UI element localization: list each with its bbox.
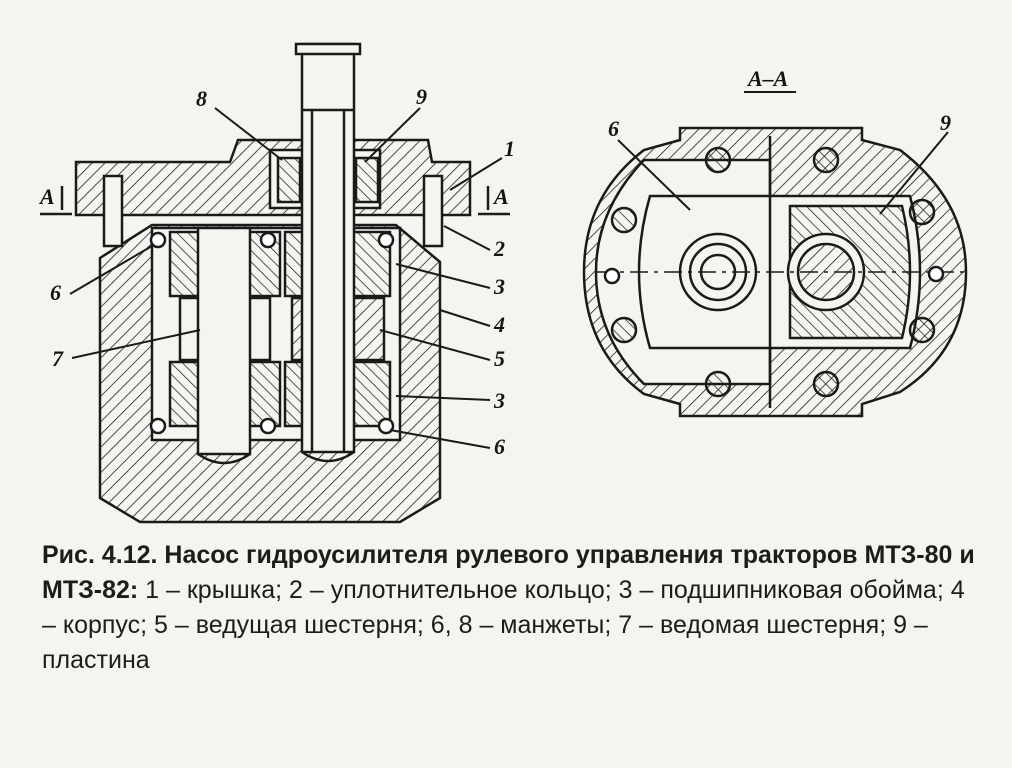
pump-drawing: 8 9 1 2 3 4 5 3 6 6 7 А А А–А — [38, 42, 968, 524]
label-4: 4 — [493, 312, 505, 337]
label-7: 7 — [52, 346, 64, 371]
label-8: 8 — [196, 86, 207, 111]
label-9-section: 9 — [940, 110, 951, 135]
section-mark-right: А — [492, 184, 509, 209]
label-1: 1 — [504, 136, 515, 161]
label-6-right: 6 — [494, 434, 505, 459]
label-6-left: 6 — [50, 280, 61, 305]
label-2: 2 — [493, 236, 505, 261]
pump-longitudinal-section — [40, 42, 510, 524]
figure-caption: Рис. 4.12. Насос гидроусилителя рулевого… — [42, 538, 982, 678]
label-3-bottom: 3 — [493, 388, 505, 413]
label-9: 9 — [416, 84, 427, 109]
section-mark-left: А — [38, 184, 55, 209]
label-5: 5 — [494, 346, 505, 371]
caption-heading: Рис. 4.12. Насос гидроусилителя рулевого… — [42, 541, 975, 604]
drive-shaft — [300, 42, 356, 454]
label-3-top: 3 — [493, 274, 505, 299]
pump-cross-section — [582, 126, 968, 418]
caption-text: 1 – крышка; 2 – уплотнительное кольцо; 3… — [42, 576, 965, 674]
section-title: А–А — [746, 66, 788, 91]
leader-lines — [69, 107, 503, 449]
label-6-section: 6 — [608, 116, 619, 141]
section-leader-lines — [617, 131, 949, 215]
